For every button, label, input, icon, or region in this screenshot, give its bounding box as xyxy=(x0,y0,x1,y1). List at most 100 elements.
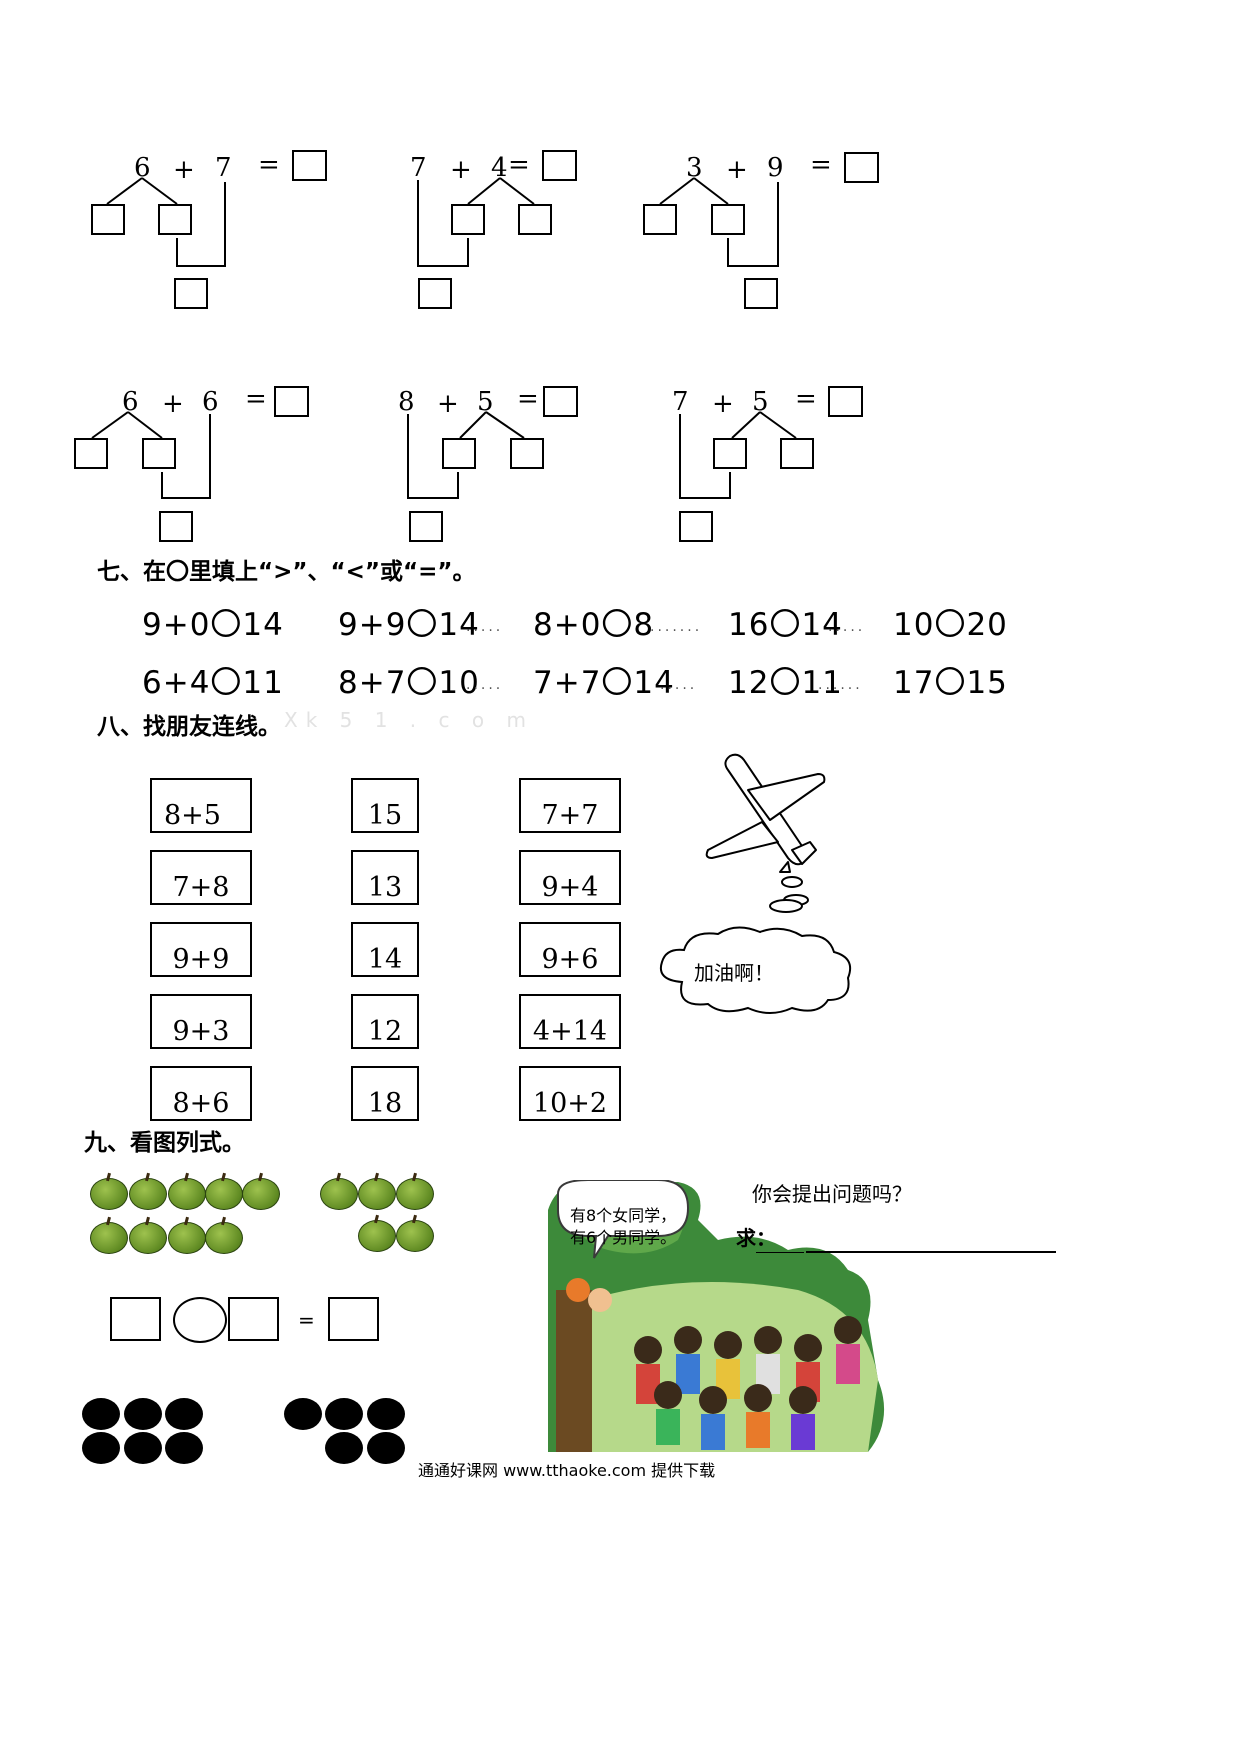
dot-leader: ....... xyxy=(650,619,703,635)
problem-operand-a: 7 xyxy=(672,387,689,417)
children-playing-illustration xyxy=(548,1180,885,1452)
problem-operand-b: 9 xyxy=(767,153,784,183)
answer-box[interactable] xyxy=(274,386,309,417)
match-number[interactable]: 13 xyxy=(351,850,419,905)
split-box[interactable] xyxy=(158,204,192,235)
split-box[interactable] xyxy=(518,204,552,235)
split-box[interactable] xyxy=(74,438,108,469)
black-dot xyxy=(367,1432,405,1464)
split-box[interactable] xyxy=(713,438,747,469)
apple-icon xyxy=(205,1178,243,1210)
decomposition-lines xyxy=(407,411,525,499)
match-expression[interactable]: 9+3 xyxy=(150,994,252,1049)
match-expression[interactable]: 9+4 xyxy=(519,850,621,905)
dot-leader: ..... xyxy=(466,619,504,635)
match-expression[interactable]: 8+6 xyxy=(150,1066,252,1121)
comparison-item: 16〇14 xyxy=(728,607,843,643)
split-box[interactable] xyxy=(510,438,544,469)
black-dot xyxy=(82,1432,120,1464)
comparison-item: 8+7〇10 xyxy=(338,665,480,701)
match-expression[interactable]: 4+14 xyxy=(519,994,621,1049)
answer-box[interactable] xyxy=(292,150,327,181)
split-box[interactable] xyxy=(91,204,125,235)
match-expression[interactable]: 7+7 xyxy=(519,778,621,833)
apple-icon xyxy=(396,1220,434,1252)
answer-box[interactable] xyxy=(543,386,578,417)
section-8-heading: 八、找朋友连线。 xyxy=(97,714,281,740)
problem-operator: + xyxy=(450,155,472,185)
problem-operand-b: 4 xyxy=(491,153,508,183)
decomposition-lines xyxy=(91,411,211,499)
problem-operand-a: 8 xyxy=(398,387,415,417)
cloud-icon xyxy=(660,926,852,1014)
operator-circle[interactable] xyxy=(173,1297,227,1343)
dot-leader: ..... xyxy=(660,677,698,693)
problem-operand-b: 5 xyxy=(477,387,494,417)
answer-box[interactable] xyxy=(542,150,577,181)
answer-box[interactable] xyxy=(828,386,863,417)
split-box[interactable] xyxy=(711,204,745,235)
problem-operator: + xyxy=(712,389,734,419)
section-9-heading: 九、看图列式。 xyxy=(84,1130,245,1156)
problem-operator: + xyxy=(726,155,748,185)
match-expression[interactable]: 7+8 xyxy=(150,850,252,905)
result-box[interactable] xyxy=(418,278,452,309)
match-expression[interactable]: 9+9 xyxy=(150,922,252,977)
result-box[interactable] xyxy=(409,511,443,542)
section-7-heading: 七、在〇里填上“>”、“<”或“=”。 xyxy=(97,559,476,585)
decomposition-lines xyxy=(417,177,535,267)
speech-bubble-text: 有8个女同学， 有6个男同学。 xyxy=(570,1205,676,1249)
match-expression[interactable]: 9+6 xyxy=(519,922,621,977)
match-number[interactable]: 14 xyxy=(351,922,419,977)
apple-icon xyxy=(358,1178,396,1210)
match-expression[interactable]: 10+2 xyxy=(519,1066,621,1121)
match-number[interactable]: 15 xyxy=(351,778,419,833)
apple-icon xyxy=(129,1178,167,1210)
apple-icon xyxy=(358,1220,396,1252)
equation-box[interactable] xyxy=(328,1297,379,1341)
equation-box[interactable] xyxy=(228,1297,279,1341)
problem-equals: = xyxy=(810,150,832,180)
result-box[interactable] xyxy=(159,511,193,542)
problem-operator: + xyxy=(173,155,195,185)
split-box[interactable] xyxy=(442,438,476,469)
black-dot xyxy=(325,1432,363,1464)
result-box[interactable] xyxy=(679,511,713,542)
split-box[interactable] xyxy=(142,438,176,469)
apple-icon xyxy=(320,1178,358,1210)
problem-operand-a: 7 xyxy=(410,153,427,183)
comparison-item: 9+9〇14 xyxy=(338,607,480,643)
black-dot xyxy=(165,1398,203,1430)
comparison-item: 9+0〇14 xyxy=(142,607,284,643)
equation-box[interactable] xyxy=(110,1297,161,1341)
problem-operand-b: 6 xyxy=(202,387,219,417)
apple-icon xyxy=(90,1178,128,1210)
apple-icon xyxy=(396,1178,434,1210)
match-expression[interactable]: 8+5 xyxy=(150,778,252,833)
footer-credit: 通通好课网 www.tthaoke.com 提供下载 xyxy=(418,1461,716,1480)
split-box[interactable] xyxy=(643,204,677,235)
problem-operand-a: 6 xyxy=(134,153,151,183)
speech-line: 有8个女同学， xyxy=(570,1206,677,1225)
match-number[interactable]: 18 xyxy=(351,1066,419,1121)
answer-line[interactable] xyxy=(806,1251,1056,1253)
match-number[interactable]: 12 xyxy=(351,994,419,1049)
problem-operand-a: 6 xyxy=(122,387,139,417)
airplane-icon xyxy=(705,753,826,906)
answer-box[interactable] xyxy=(844,152,879,183)
apple-icon xyxy=(90,1222,128,1254)
thought-bubble-icon xyxy=(769,899,803,913)
result-box[interactable] xyxy=(744,278,778,309)
problem-operand-b: 5 xyxy=(752,387,769,417)
black-dot xyxy=(124,1398,162,1430)
problem-operator: + xyxy=(162,389,184,419)
apple-icon xyxy=(242,1178,280,1210)
result-box[interactable] xyxy=(174,278,208,309)
problem-operand-a: 3 xyxy=(686,153,703,183)
black-dot xyxy=(124,1432,162,1464)
decomposition-lines xyxy=(679,411,797,499)
split-box[interactable] xyxy=(451,204,485,235)
split-box[interactable] xyxy=(780,438,814,469)
watermark: Xk 5 1 . c o m xyxy=(284,708,534,732)
apple-icon xyxy=(129,1222,167,1254)
